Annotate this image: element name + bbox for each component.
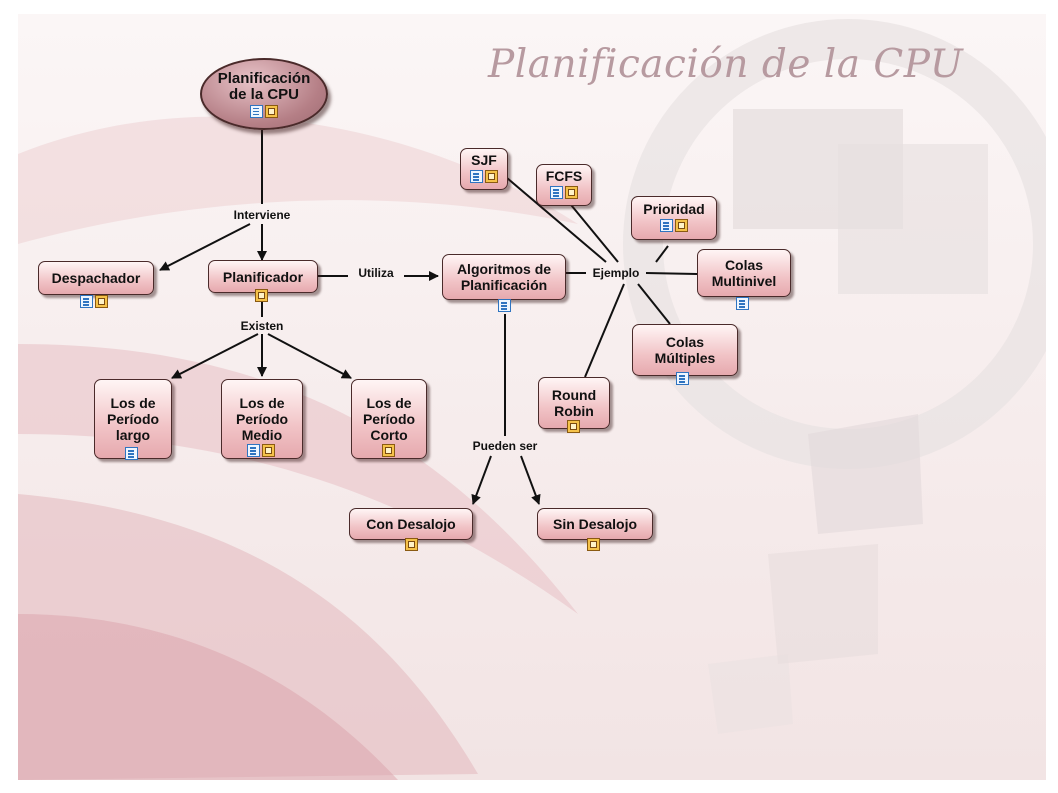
connection-lines <box>159 130 698 505</box>
link-label-ejemplo: Ejemplo <box>592 266 640 280</box>
node-label: Sin Desalojo <box>552 516 638 532</box>
node-round-robin-icons <box>567 420 580 433</box>
page-title: Planificación de la CPU <box>488 42 964 87</box>
note-icon[interactable] <box>660 219 673 232</box>
resource-icon[interactable] <box>485 170 498 183</box>
node-periodo-largo-icons <box>125 447 138 460</box>
link-label-existen: Existen <box>240 319 284 333</box>
concept-map-canvas: Planificación de la CPU <box>18 14 1046 780</box>
resource-icon[interactable] <box>255 289 268 302</box>
node-colas-multiples[interactable]: Colas Múltiples <box>632 324 738 376</box>
resource-icon[interactable] <box>95 295 108 308</box>
node-label: Los de Período largo <box>106 395 160 443</box>
node-label: Planificador <box>222 268 304 285</box>
node-label: Colas Múltiples <box>654 334 716 366</box>
node-algoritmos-icons <box>498 299 511 312</box>
note-icon[interactable] <box>250 104 263 118</box>
note-icon[interactable] <box>470 170 483 183</box>
note-icon[interactable] <box>247 444 260 457</box>
note-icon[interactable] <box>676 372 689 385</box>
node-despachador-icons <box>80 295 108 308</box>
note-icon[interactable] <box>550 186 563 199</box>
node-periodo-medio-icons <box>247 444 275 457</box>
note-icon[interactable] <box>498 299 511 312</box>
resource-icon[interactable] <box>382 444 395 457</box>
resource-icon[interactable] <box>405 538 418 551</box>
node-label: Los de Período Corto <box>362 395 416 443</box>
node-label: Algoritmos de Planificación <box>456 261 552 293</box>
node-sjf[interactable]: SJF <box>460 148 508 190</box>
resource-icon[interactable] <box>265 104 278 118</box>
note-icon[interactable] <box>736 297 749 310</box>
node-label: Con Desalojo <box>366 516 456 532</box>
note-icon[interactable] <box>80 295 93 308</box>
resource-icon[interactable] <box>587 538 600 551</box>
node-planificador-icons <box>255 289 268 302</box>
link-label-interviene: Interviene <box>233 208 291 222</box>
node-prioridad[interactable]: Prioridad <box>631 196 717 240</box>
node-sin-desalojo-icons <box>587 538 600 551</box>
node-label: Planificación de la CPU <box>217 69 311 103</box>
link-label-utiliza: Utiliza <box>358 266 394 280</box>
node-con-desalojo[interactable]: Con Desalojo <box>349 508 473 540</box>
resource-icon[interactable] <box>675 219 688 232</box>
link-label-pueden-ser: Pueden ser <box>472 439 538 453</box>
node-colas-multiples-icons <box>676 372 689 385</box>
resource-icon[interactable] <box>567 420 580 433</box>
node-label: Colas Multinivel <box>711 257 777 289</box>
node-con-desalojo-icons <box>405 538 418 551</box>
node-label: FCFS <box>545 168 583 184</box>
resource-icon[interactable] <box>565 186 578 199</box>
node-colas-multinivel[interactable]: Colas Multinivel <box>697 249 791 297</box>
node-algoritmos[interactable]: Algoritmos de Planificación <box>442 254 566 300</box>
node-planificador[interactable]: Planificador <box>208 260 318 293</box>
note-icon[interactable] <box>125 447 138 460</box>
node-fcfs[interactable]: FCFS <box>536 164 592 206</box>
node-label: Despachador <box>51 270 141 286</box>
node-label: Prioridad <box>643 201 705 217</box>
node-sin-desalojo[interactable]: Sin Desalojo <box>537 508 653 540</box>
node-label: Round Robin <box>551 387 597 419</box>
node-despachador[interactable]: Despachador <box>38 261 154 295</box>
node-periodo-corto-icons <box>382 444 395 457</box>
node-colas-multinivel-icons <box>736 297 749 310</box>
node-label: SJF <box>471 152 497 168</box>
node-planificacion-cpu[interactable]: Planificación de la CPU <box>200 58 328 130</box>
resource-icon[interactable] <box>262 444 275 457</box>
node-label: Los de Período Medio <box>235 395 289 443</box>
